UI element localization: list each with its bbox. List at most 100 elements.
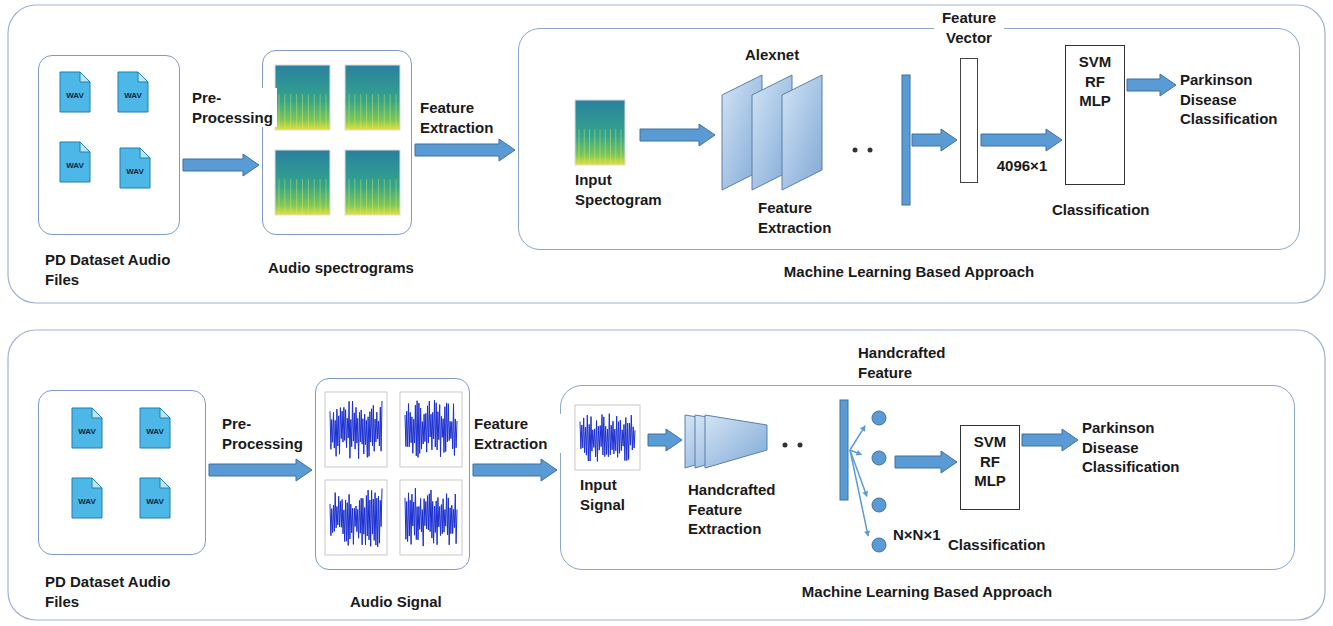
spectrogram-stripe bbox=[320, 94, 321, 130]
spectrogram-stripe bbox=[579, 129, 580, 165]
icon-fold bbox=[80, 72, 90, 82]
stage-caption: Feature Extraction bbox=[758, 198, 853, 237]
flow-arrow bbox=[473, 459, 557, 481]
flatten-bar bbox=[902, 75, 910, 205]
node-label: SVM RF MLP bbox=[968, 432, 1012, 491]
flow-arrow bbox=[981, 129, 1062, 151]
spectrogram-stripe bbox=[308, 179, 309, 215]
signal-plot bbox=[325, 480, 387, 555]
spectrogram-stripe bbox=[360, 179, 361, 215]
image-caption: Input Spectogram bbox=[575, 170, 675, 209]
spectrogram-stripe bbox=[349, 94, 350, 130]
node-label: Audio Signal bbox=[350, 592, 490, 612]
spectrogram bbox=[345, 150, 400, 215]
spectrogram-stripe bbox=[390, 94, 391, 130]
spectrogram bbox=[575, 100, 625, 165]
fan-line bbox=[850, 450, 868, 536]
icon-fold bbox=[92, 478, 102, 488]
spectrogram-stripe bbox=[360, 94, 361, 130]
icon-text: WAV bbox=[72, 498, 102, 506]
spectrogram-stripe bbox=[384, 94, 385, 130]
icon-text: WAV bbox=[72, 428, 102, 436]
dataset-box: PD Dataset Audio Files bbox=[38, 55, 180, 235]
icon-text: WAV bbox=[140, 428, 170, 436]
signal-box: Audio Signal bbox=[315, 378, 470, 570]
icon-fold bbox=[80, 142, 90, 152]
block-arrow bbox=[1022, 429, 1078, 451]
node-label: SVM RF MLP bbox=[1073, 52, 1117, 111]
flow-arrow bbox=[209, 459, 312, 481]
wav-icon bbox=[60, 142, 90, 182]
approach-panel: Machine Learning Based ApproachFeature V… bbox=[518, 28, 1300, 250]
signal-plot bbox=[575, 405, 640, 470]
spectrogram-stripe bbox=[326, 179, 327, 215]
spectrogram-stripe bbox=[354, 94, 355, 130]
image-caption: Input Signal bbox=[580, 475, 640, 514]
node-label: Feature Vector bbox=[934, 8, 1004, 47]
node-label: PD Dataset Audio Files bbox=[45, 250, 185, 289]
ellipsis-dot bbox=[783, 443, 788, 448]
stage-caption: Classification bbox=[948, 535, 1058, 555]
spectrogram-box: Audio spectrograms bbox=[262, 50, 412, 235]
signal-plot bbox=[400, 392, 462, 467]
network-name: Alexnet bbox=[745, 45, 825, 65]
fan-head bbox=[856, 450, 862, 456]
wav-icon bbox=[140, 408, 170, 448]
icon-fold bbox=[138, 72, 148, 82]
output-label: Parkinson Disease Classification bbox=[1180, 70, 1292, 129]
feature-node bbox=[872, 411, 886, 425]
edge-label: Feature Extraction bbox=[420, 98, 512, 137]
edge-label: Pre- Processing bbox=[192, 88, 277, 127]
spectrogram-stripe bbox=[378, 179, 379, 215]
spectrogram-stripe bbox=[349, 179, 350, 215]
spectrogram-stripe bbox=[589, 129, 590, 165]
block-arrow bbox=[912, 129, 957, 151]
spectrogram-stripe bbox=[302, 179, 303, 215]
spectrogram bbox=[275, 150, 330, 215]
spectrogram-stripe bbox=[594, 129, 595, 165]
edge-label: 4096×1 bbox=[982, 156, 1062, 176]
node-label: Machine Learning Based Approach bbox=[709, 262, 1109, 282]
wav-icon bbox=[118, 72, 148, 112]
spectrogram-stripe bbox=[302, 94, 303, 130]
spectrogram-stripe bbox=[378, 94, 379, 130]
feature-vector: Feature Vector bbox=[960, 58, 978, 183]
icon-fold bbox=[92, 408, 102, 418]
waveform bbox=[330, 489, 382, 547]
output-label: Parkinson Disease Classification bbox=[1082, 418, 1194, 477]
spectrogram-stripe bbox=[366, 94, 367, 130]
outer-panel bbox=[8, 5, 1325, 303]
wav-icon bbox=[120, 148, 150, 188]
icon-text: WAV bbox=[118, 92, 148, 100]
wav-icon bbox=[60, 72, 90, 112]
flow-arrow bbox=[415, 139, 515, 161]
edge-label: Pre- Processing bbox=[222, 414, 307, 453]
spectrogram-stripe bbox=[621, 129, 622, 165]
flow-arrow bbox=[183, 154, 259, 176]
spectrogram-stripe bbox=[600, 129, 601, 165]
ellipsis-dot bbox=[868, 148, 873, 153]
spectrogram-stripe bbox=[584, 129, 585, 165]
spectrogram-stripe bbox=[384, 179, 385, 215]
spectrogram bbox=[275, 65, 330, 130]
spectrogram-stripe bbox=[372, 179, 373, 215]
fan-head bbox=[860, 426, 865, 432]
spectrogram-stripe bbox=[610, 129, 611, 165]
ellipsis-dot bbox=[798, 443, 803, 448]
outer-panel bbox=[8, 330, 1325, 620]
stage-caption: Classification bbox=[1052, 200, 1172, 220]
flatten-bar bbox=[840, 400, 848, 500]
wav-icon bbox=[140, 478, 170, 518]
block-arrow bbox=[640, 124, 715, 146]
classifier-box: SVM RF MLP bbox=[960, 425, 1020, 510]
waveform bbox=[580, 414, 635, 462]
spectrogram-stripe bbox=[296, 179, 297, 215]
spectrogram-stripe bbox=[279, 179, 280, 215]
icon-text: WAV bbox=[120, 168, 150, 176]
spectrogram-stripe bbox=[296, 94, 297, 130]
spectrogram-stripe bbox=[372, 94, 373, 130]
icon-text: WAV bbox=[140, 498, 170, 506]
block-arrow bbox=[895, 451, 957, 473]
node-label: Machine Learning Based Approach bbox=[727, 582, 1127, 602]
dataset-box: PD Dataset Audio Files bbox=[38, 390, 206, 555]
